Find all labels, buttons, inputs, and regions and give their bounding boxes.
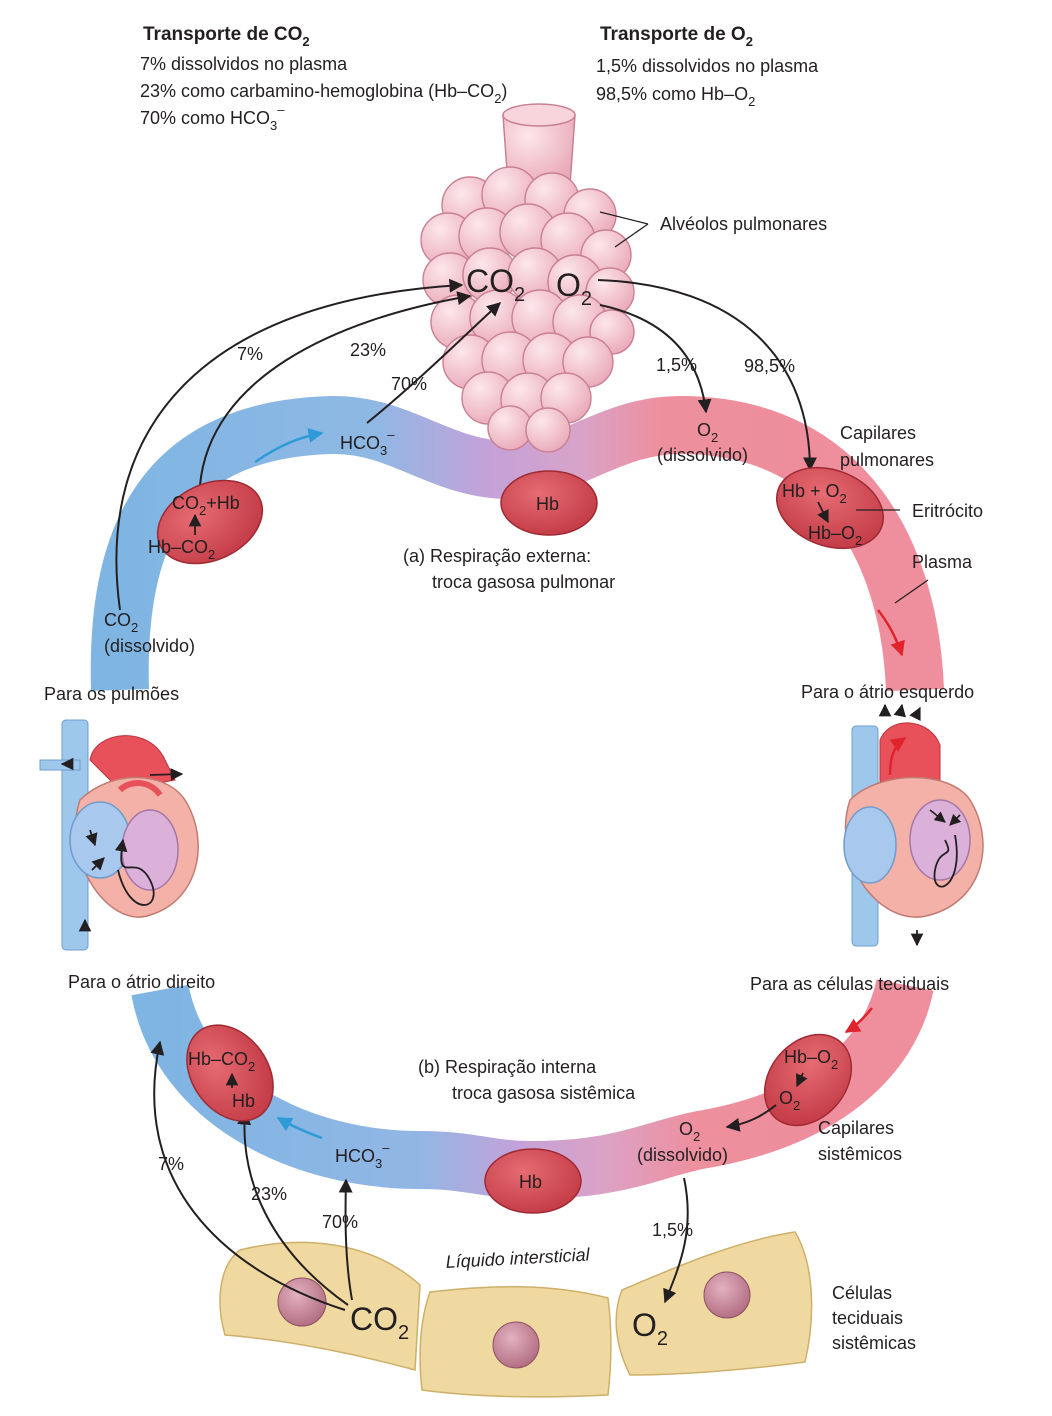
- o2-transport-title: Transporte de O2: [600, 24, 753, 49]
- erythrocyte-label: Eritrócito: [912, 501, 983, 521]
- flow-arrow-red-bottom: [844, 1007, 873, 1034]
- erythrocyte-top-left: [156, 479, 264, 565]
- to-right-atrium-label: Para o átrio direito: [68, 972, 215, 992]
- hco3-top: HCO3–: [340, 427, 395, 458]
- flow-arrow-blue-top: [254, 428, 324, 464]
- erythrocyte-top-middle: [500, 470, 598, 536]
- erythrocyte-bottom-right: [763, 1033, 853, 1127]
- alveolar-o2: O2: [556, 267, 592, 310]
- pulmonary-capillaries-1: Capilares: [840, 423, 916, 443]
- label-70pct-top: 70%: [391, 374, 427, 394]
- flow-arrow-blue-bottom: [276, 1116, 323, 1140]
- label-23pct-top: 23%: [350, 340, 386, 360]
- external-respiration-title: (a) Respiração externa:: [403, 546, 591, 566]
- o2-dissolved-bottom: O2: [679, 1119, 700, 1144]
- o2-dissolved-top: O2: [697, 420, 718, 445]
- erythrocyte-bottom-middle: [484, 1148, 582, 1214]
- alveoli-cluster: [420, 103, 635, 453]
- to-tissue-cells-label: Para as células teciduais: [750, 974, 949, 994]
- arrow-oxy-bind-top: [817, 501, 829, 524]
- pulmonary-capillaries-2: pulmonares: [840, 450, 934, 470]
- hb-co2-top: Hb–CO2: [148, 537, 215, 562]
- arrow-o2-release-bottom: [725, 1104, 777, 1132]
- label-7pct-top: 7%: [237, 344, 263, 364]
- o2-transport-line-2: 98,5% como Hb–O2: [596, 84, 755, 109]
- interstitial-fluid-label: Líquido intersticial: [445, 1244, 591, 1272]
- arrow-98-5pct-top: [597, 279, 817, 472]
- arrow-1-5pct-bottom: [663, 1177, 689, 1304]
- tissue-nucleus-1: [277, 1277, 327, 1327]
- o2-dissolved-top-label: (dissolvido): [657, 445, 748, 465]
- label-23pct-bottom: 23%: [251, 1184, 287, 1204]
- plasma-label: Plasma: [912, 552, 973, 572]
- erythrocyte-top-right: [775, 466, 885, 550]
- label-98-5pct-top: 98,5%: [744, 356, 795, 376]
- internal-respiration-subtitle: troca gasosa sistêmica: [452, 1083, 636, 1103]
- to-lungs-label: Para os pulmões: [44, 684, 179, 704]
- systemic-capillaries-2: sistêmicos: [818, 1144, 902, 1164]
- flow-arrow-red-top: [877, 609, 905, 657]
- tissue-o2: O2: [632, 1307, 668, 1350]
- co2-transport-line-2: 23% como carbamino-hemoglobina (Hb–CO2): [140, 81, 507, 106]
- external-respiration-subtitle: troca gasosa pulmonar: [432, 572, 615, 592]
- hb-o2-bottom: Hb–O2: [784, 1047, 838, 1072]
- arrow-7pct-top: [115, 278, 464, 611]
- tissue-cells-label-3: sistêmicas: [832, 1333, 916, 1353]
- co2-dissolved-top: CO2: [104, 610, 138, 635]
- alveolus: [525, 407, 571, 453]
- hb-top-middle: Hb: [536, 494, 559, 514]
- hb-plus-o2-top: Hb + O2: [782, 481, 847, 506]
- arrow-deoxy-bottom: [796, 1072, 808, 1088]
- hb-o2-top: Hb–O2: [808, 523, 862, 548]
- co2-transport-block: Transporte de CO2 7% dissolvidos no plas…: [140, 24, 507, 133]
- o2-dissolved-bottom-label: (dissolvido): [637, 1145, 728, 1165]
- tissue-nucleus-3: [703, 1271, 751, 1319]
- tissue-cells: [219, 1231, 813, 1398]
- o2-transport-block: Transporte de O2 1,5% dissolvidos no pla…: [596, 24, 819, 109]
- alveoli-label: Alvéolos pulmonares: [660, 214, 827, 234]
- hb-bottom-left: Hb: [232, 1091, 255, 1111]
- tissue-nucleus-2: [492, 1321, 540, 1369]
- o2-in-rbc-bottom: O2: [779, 1088, 800, 1113]
- hb-co2-bottom: Hb–CO2: [188, 1049, 255, 1074]
- heart-left: [39, 719, 199, 951]
- systemic-capillaries-1: Capilares: [818, 1118, 894, 1138]
- co2-transport-line-1: 7% dissolvidos no plasma: [140, 54, 348, 74]
- hb-bottom-middle: Hb: [519, 1172, 542, 1192]
- label-1-5pct-top: 1,5%: [656, 355, 697, 375]
- co2-transport-line-3: 70% como HCO3–: [140, 102, 285, 133]
- label-70pct-bottom: 70%: [322, 1212, 358, 1232]
- alveolar-co2: CO2: [466, 263, 525, 306]
- to-left-atrium-label: Para o átrio esquerdo: [801, 682, 974, 702]
- co2-plus-hb-top: CO2+Hb: [172, 493, 240, 518]
- arrow-23pct-top: [199, 291, 472, 486]
- internal-respiration-title: (b) Respiração interna: [418, 1057, 597, 1077]
- tissue-cells-label-2: teciduais: [832, 1308, 903, 1328]
- co2-transport-title: Transporte de CO2: [143, 24, 310, 49]
- label-7pct-bottom: 7%: [158, 1154, 184, 1174]
- arrow-1-5pct-top: [599, 304, 712, 414]
- label-1-5pct-bottom: 1,5%: [652, 1220, 693, 1240]
- heart-right: [843, 703, 984, 947]
- co2-dissolved-top-label: (dissolvido): [104, 636, 195, 656]
- tissue-cells-label-1: Células: [832, 1283, 892, 1303]
- hco3-bottom: HCO3–: [335, 1140, 390, 1171]
- arrow-70pct-bottom: [338, 1178, 353, 1301]
- arrow-70pct-top: [366, 302, 502, 424]
- tissue-co2: CO2: [350, 1301, 409, 1344]
- arrow-23pct-bottom: [237, 1110, 349, 1306]
- arrow-7pct-bottom: [150, 1040, 346, 1311]
- o2-transport-line-1: 1,5% dissolvidos no plasma: [596, 56, 819, 76]
